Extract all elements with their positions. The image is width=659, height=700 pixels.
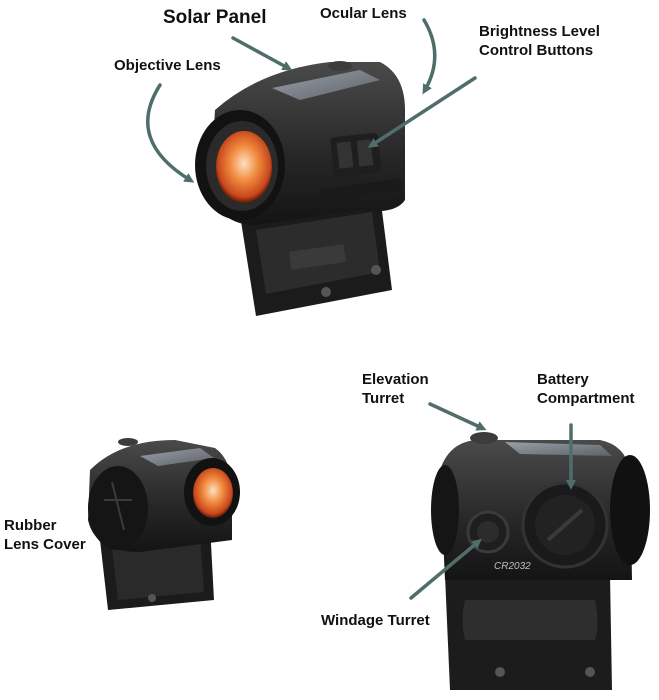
arrow-objective-lens: [146, 83, 195, 183]
elevation-turret: [470, 432, 498, 444]
arrow-elevation: [428, 402, 487, 431]
label-rubber-line2: Lens Cover: [4, 536, 86, 553]
label-elevation-turret: Elevation Turret: [362, 370, 429, 408]
arrow-solar-panel: [231, 36, 293, 71]
label-elevation-line2: Turret: [362, 390, 405, 407]
pointer-arrows: [146, 18, 576, 600]
label-rubber-line1: Rubber: [4, 517, 57, 534]
label-objective-lens: Objective Lens: [114, 56, 221, 75]
label-battery-line2: Compartment: [537, 390, 635, 407]
label-brightness: Brightness Level Control Buttons: [479, 22, 600, 60]
label-battery-line1: Battery: [537, 371, 589, 388]
label-brightness-line1: Brightness Level: [479, 23, 600, 40]
bottom-right-sight-image: [431, 432, 650, 690]
label-objective-lens-text: Objective Lens: [114, 57, 221, 74]
battery-code-text: CR2032: [494, 561, 531, 572]
arrow-brightness: [367, 76, 477, 148]
arrow-ocular-lens: [422, 18, 437, 95]
label-elevation-line1: Elevation: [362, 371, 429, 388]
label-ocular-lens-text: Ocular Lens: [320, 5, 407, 22]
objective-lens: [216, 131, 272, 203]
label-windage-turret: Windage Turret: [321, 611, 430, 630]
label-brightness-line2: Control Buttons: [479, 42, 594, 59]
label-windage-turret-text: Windage Turret: [321, 612, 430, 629]
bottom-left-sight-image: [88, 438, 240, 610]
label-ocular-lens: Ocular Lens: [320, 4, 407, 23]
brightness-buttons: [330, 132, 382, 178]
label-solar-panel-text: Solar Panel: [163, 7, 267, 28]
solar-panel-surface: [272, 70, 380, 100]
top-sight-image: [195, 61, 405, 316]
label-rubber-lens-cover: Rubber Lens Cover: [4, 516, 86, 554]
label-solar-panel: Solar Panel: [163, 8, 267, 27]
label-battery-compartment: Battery Compartment: [537, 370, 635, 408]
arrow-windage: [409, 538, 482, 600]
